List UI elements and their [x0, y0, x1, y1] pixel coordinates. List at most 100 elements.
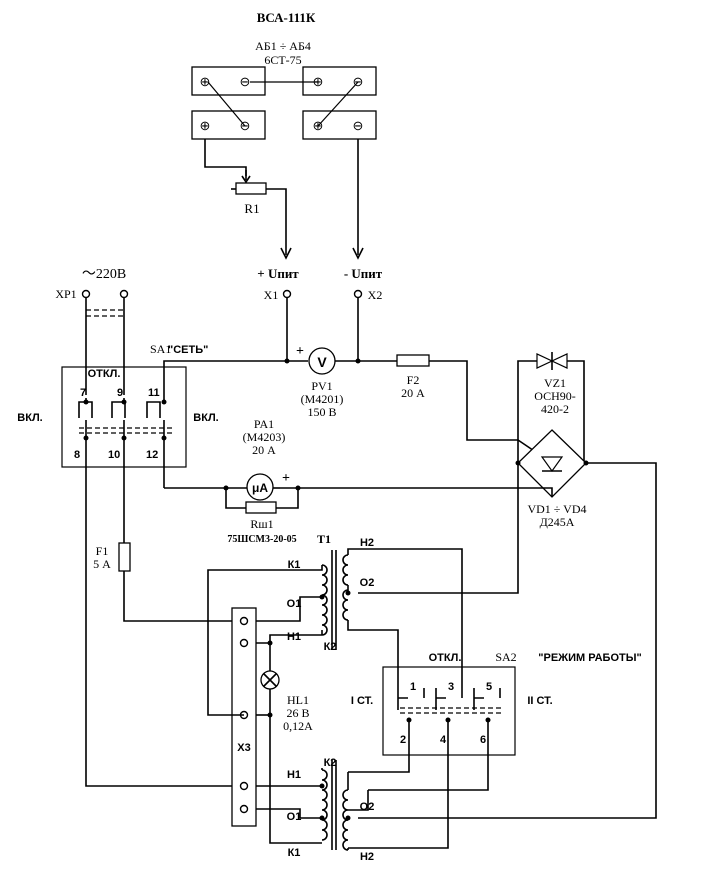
pv1-plus: +	[296, 344, 304, 359]
t1-label: T1	[317, 532, 331, 546]
sa1-contact-9: 9	[117, 387, 123, 399]
vz1-model2: 420-2	[541, 402, 569, 416]
t1-lower-h1: Н1	[287, 769, 301, 781]
battery-label: АБ1 ÷ АБ4	[255, 39, 311, 53]
transformer-t1-lower: К2 Н1 О1 К1 О2 Н2	[287, 757, 375, 863]
sa1-contact-7: 7	[80, 387, 86, 399]
sa2-name: "РЕЖИМ РАБОТЫ"	[538, 652, 641, 664]
sa1-label: SA1	[150, 342, 171, 356]
sa2-right-label: II СТ.	[527, 695, 552, 707]
sa2-contact-2: 2	[400, 734, 406, 746]
t1-upper-h1: Н1	[287, 631, 301, 643]
battery-cell	[191, 110, 266, 140]
sa2-left-label: I СТ.	[351, 695, 373, 707]
vd-label: VD1 ÷ VD4	[527, 502, 586, 516]
battery-cell	[191, 66, 266, 96]
switch-sa1: SA1 "СЕТЬ" ОТКЛ. ВКЛ. ВКЛ. 7 9 11 8 10 1…	[17, 342, 219, 488]
terminal-x2	[353, 289, 363, 299]
rsh1-model: 75ШСМ3-20-05	[227, 534, 296, 545]
x3-label: X3	[237, 742, 250, 754]
pa1-symbol: μA	[252, 481, 268, 495]
sa2-off-label: ОТКЛ.	[429, 652, 462, 664]
plug-pin	[81, 289, 91, 299]
pv1-label: PV1	[311, 379, 332, 393]
battery-minus-terminal: ⊖	[353, 74, 364, 89]
hl1-current: 0,12А	[283, 719, 313, 733]
vz1-label: VZ1	[544, 376, 566, 390]
diagram-title: ВСА-111К	[257, 10, 316, 25]
pa1-plus: +	[282, 471, 290, 486]
ammeter-pa1: PA1 (М4203) 20 А μA +	[243, 417, 290, 501]
t1-lower-k2: К2	[324, 757, 337, 769]
terminal-x2-label: X2	[368, 288, 383, 302]
hl1-label: HL1	[287, 693, 309, 707]
sa2-contact-6: 6	[480, 734, 486, 746]
pa1-model: (М4203)	[243, 430, 286, 444]
pv1-model: (М4201)	[301, 392, 344, 406]
t1-upper-h2: Н2	[360, 537, 374, 549]
battery-bank: АБ1 ÷ АБ4 6СТ-75 ⊕ ⊖ ⊕ ⊖ ⊕ ⊖ ⊕ ⊖	[191, 39, 377, 255]
supply-plus-label: + Uпит	[257, 266, 299, 281]
arrow-minus	[352, 247, 364, 260]
diode-bridge-vd1-vd4: VD1 ÷ VD4 Д245А	[515, 429, 589, 529]
vz1-model: ОСН90-	[534, 389, 575, 403]
sa1-contact-11: 11	[148, 387, 160, 399]
sa2-label: SA2	[495, 650, 516, 664]
terminal-x1-label: X1	[264, 288, 279, 302]
sa1-on-right: ВКЛ.	[193, 412, 218, 424]
vd-model: Д245А	[540, 515, 575, 529]
battery-minus-terminal: ⊖	[240, 74, 251, 89]
t1-upper-o2: О2	[360, 577, 375, 589]
sa1-contact-10: 10	[108, 449, 120, 461]
battery-cell	[302, 110, 377, 140]
resistor-r1: R1	[231, 170, 287, 255]
t1-lower-o1: О1	[287, 811, 302, 823]
sa1-contact-8: 8	[74, 449, 80, 461]
mains-voltage: ～220В	[82, 267, 126, 282]
battery-type: 6СТ-75	[264, 53, 301, 67]
voltmeter-pv1: V + PV1 (М4201) 150 В	[296, 344, 343, 419]
terminal-x1	[282, 289, 292, 299]
r1-label: R1	[244, 201, 259, 216]
connector-x3: X3	[231, 607, 257, 827]
fuse-f1: F1 5 А	[93, 542, 131, 572]
sa1-off-label: ОТКЛ.	[88, 368, 121, 380]
hl1-voltage: 26 В	[286, 706, 309, 720]
sa2-contact-4: 4	[440, 734, 447, 746]
battery-plus-terminal: ⊕	[200, 74, 211, 89]
sa2-contact-3: 3	[448, 681, 454, 693]
t1-lower-h2: Н2	[360, 851, 374, 863]
t1-lower-k1: К1	[288, 847, 301, 859]
t1-upper-o1: О1	[287, 598, 302, 610]
switch-sa2: ОТКЛ. SA2 "РЕЖИМ РАБОТЫ" I СТ. II СТ. 1 …	[351, 650, 642, 756]
arrow-plus	[280, 247, 292, 260]
fuse-f2: F2 20 А	[396, 354, 430, 400]
sa2-contact-5: 5	[486, 681, 492, 693]
rsh1-label: Rш1	[250, 517, 273, 531]
f1-rating: 5 А	[93, 557, 111, 571]
plug-xp1-label: XP1	[55, 287, 76, 301]
sa1-on-left: ВКЛ.	[17, 412, 42, 424]
battery-minus-terminal: ⊖	[353, 118, 364, 133]
pv1-symbol: V	[317, 354, 327, 370]
sa1-contact-12: 12	[146, 449, 158, 461]
t1-upper-k2: К2	[324, 641, 337, 653]
sa2-contact-1: 1	[410, 681, 416, 693]
sa1-ref: SA1	[150, 342, 171, 356]
pa1-label: PA1	[254, 417, 274, 431]
f2-label: F2	[407, 373, 420, 387]
f2-rating: 20 А	[401, 386, 425, 400]
t1-lower-o2: О2	[360, 801, 375, 813]
t1-upper-k1: К1	[288, 559, 301, 571]
pa1-range: 20 А	[252, 443, 276, 457]
suppressor-vz1: VZ1 ОСН90- 420-2	[517, 352, 585, 463]
battery-plus-terminal: ⊕	[200, 118, 211, 133]
pv1-range: 150 В	[307, 405, 336, 419]
shunt-rsh1: Rш1 75ШСМ3-20-05	[223, 485, 301, 545]
lamp-hl1: HL1 26 В 0,12А	[260, 670, 313, 733]
transformer-t1-upper: T1 К1 О1 Н1 К2 Н2 О2	[287, 532, 375, 653]
plug-pin	[119, 289, 129, 299]
supply-minus-label: - Uпит	[344, 266, 383, 281]
f1-label: F1	[96, 544, 109, 558]
